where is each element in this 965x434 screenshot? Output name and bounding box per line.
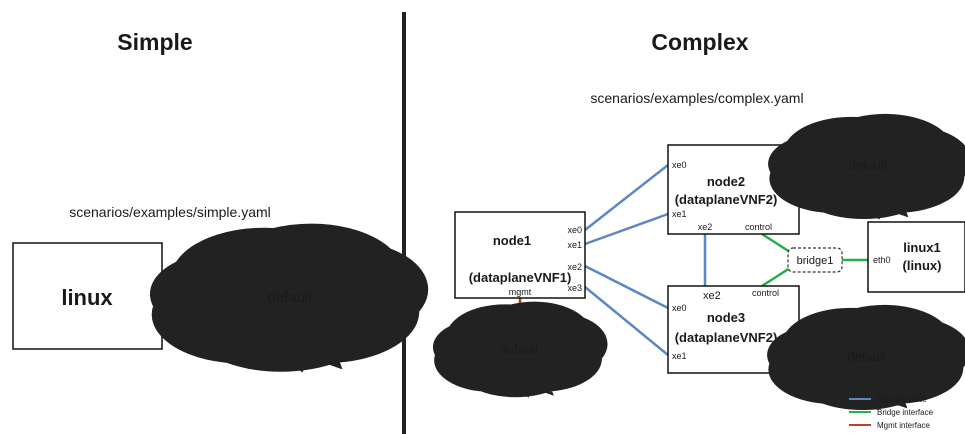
bridge-links — [761, 232, 868, 288]
node1-cloud-label: default — [499, 342, 538, 357]
node1-port-xe0: xe0 — [567, 225, 582, 235]
simple-yaml-path: scenarios/examples/simple.yaml — [69, 204, 271, 220]
simple-cloud-label: default — [267, 289, 313, 306]
node3-type: (dataplaneVNF2) — [675, 330, 778, 345]
linux-node-box — [12, 242, 163, 350]
linux1-box: linux1 (linux) eth0 — [867, 221, 965, 293]
node3-port-xe2: xe2 — [703, 290, 721, 302]
link-node2-control-bridge1 — [761, 232, 791, 254]
bridge1-label: bridge1 — [797, 255, 834, 267]
link-node1-xe0-node2-xe0 — [584, 164, 669, 231]
node2-port-xe1: xe1 — [672, 209, 687, 219]
node1-default-cloud: default — [477, 326, 563, 374]
node3-cloud-label: default — [847, 349, 886, 364]
simple-title: Simple — [117, 29, 192, 55]
node1-port-mgmt: mgmt — [509, 287, 532, 297]
node2-default-cloud: default — [820, 140, 920, 192]
simple-default-cloud: default — [221, 261, 358, 335]
complex-yaml-path: scenarios/examples/complex.yaml — [590, 90, 803, 106]
linux1-type: (linux) — [903, 258, 942, 273]
node2-port-xe0: xe0 — [672, 160, 687, 170]
node2-port-xe2: xe2 — [698, 222, 713, 232]
bridge1: bridge1 — [787, 247, 843, 273]
link-node3-control-bridge1 — [761, 266, 791, 288]
node3-port-control: control — [752, 288, 779, 298]
link-node1-xe2-node3-xe0 — [584, 264, 669, 310]
node1-port-xe3: xe3 — [567, 283, 582, 293]
complex-title: Complex — [651, 29, 748, 55]
linux-node-label: linux — [61, 285, 113, 310]
node1-box: node1 (dataplaneVNF1) xe0 xe1 xe2 xe3 mg… — [454, 211, 586, 299]
linux1-name: linux1 — [903, 240, 941, 255]
node1-port-xe2: xe2 — [567, 262, 582, 272]
node1-name: node1 — [493, 233, 531, 248]
node1-type: (dataplaneVNF1) — [469, 270, 572, 285]
node3-name: node3 — [707, 310, 745, 325]
link-node1-xe3-node3-xe1 — [584, 286, 669, 356]
node2-cloud-label: default — [848, 158, 887, 173]
node1-port-xe1: xe1 — [567, 240, 582, 250]
node3-port-xe1: xe1 — [672, 351, 687, 361]
legend-data-label: Data interface — [877, 395, 927, 404]
node2-port-control: control — [745, 222, 772, 232]
link-node1-xe1-node2-xe1 — [584, 212, 669, 246]
legend-mgmt-label: Mgmt interface — [877, 421, 930, 430]
node2-type: (dataplaneVNF2) — [675, 192, 778, 207]
legend: Data interface Bridge interface Mgmt int… — [849, 395, 934, 430]
legend-bridge-label: Bridge interface — [877, 408, 934, 417]
node3-default-cloud: default — [819, 331, 919, 383]
data-links — [584, 164, 707, 356]
node3-port-xe0: xe0 — [672, 303, 687, 313]
linux1-port-eth0: eth0 — [873, 255, 891, 265]
node2-name: node2 — [707, 174, 745, 189]
